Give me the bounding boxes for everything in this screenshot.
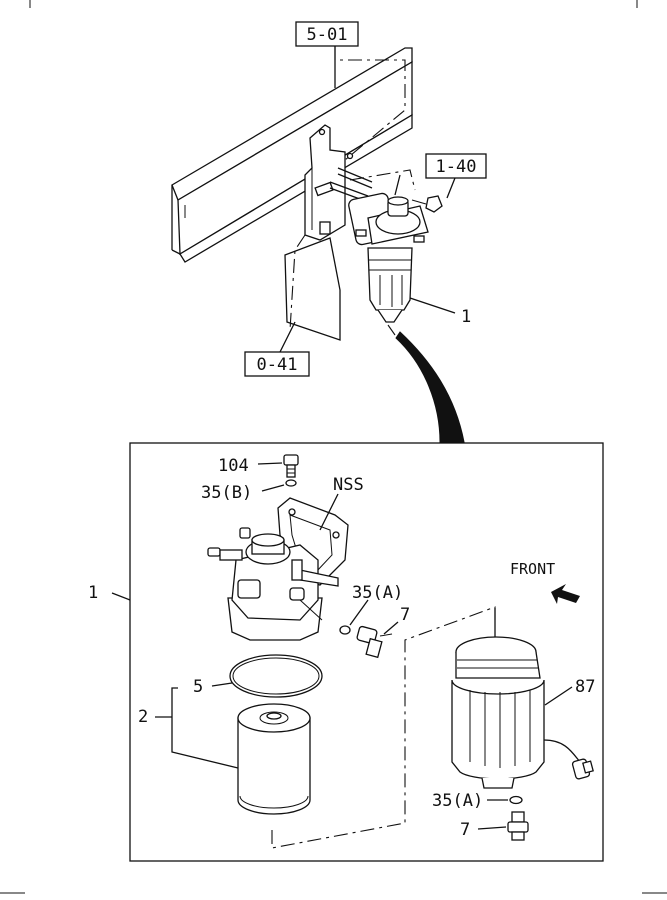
sensor-upper-part [356,625,393,659]
front-label: FRONT [510,560,555,578]
callout-sensor-lower: 7 [460,820,470,840]
filter-assembly-mounted [348,174,429,323]
detail-arrow [395,331,465,443]
washer-b-part [285,479,297,487]
callout-o-ring: 5 [193,677,203,697]
sensor-lower-part [507,811,529,841]
bolt-part [283,454,299,478]
washer-a-upper-part [339,625,351,635]
ref-box-bracket: 0-41 [244,351,310,377]
callout-washer-a-lower: 35(A) [432,791,483,811]
mounting-bracket [284,124,354,341]
filter-element-part [237,703,311,815]
filter-head-part [207,527,339,641]
callout-sensor-upper: 7 [400,605,410,625]
nut-part [411,195,443,213]
o-ring-part [229,654,323,698]
callout-filter-assembly-detail: 1 [88,583,98,603]
callout-nss: NSS [333,475,364,495]
ref-frame-text: 5-01 [307,25,348,45]
ref-bracket-text: 0-41 [257,355,298,375]
washer-a-lower-part [509,795,523,805]
ref-box-nut: 1-40 [425,153,487,179]
ref-box-frame: 5-01 [295,21,359,47]
detail-frame [129,442,604,862]
front-arrow-icon [551,584,580,604]
callout-element-kit: 2 [138,707,148,727]
callout-bolt: 104 [218,456,249,476]
callout-bowl: 87 [575,677,595,697]
callout-washer-b: 35(B) [201,483,252,503]
ref-nut-text: 1-40 [436,157,477,177]
callout-washer-a-upper: 35(A) [352,583,403,603]
filter-bowl-part [451,636,594,789]
callout-filter-assembly-top: 1 [461,307,471,327]
